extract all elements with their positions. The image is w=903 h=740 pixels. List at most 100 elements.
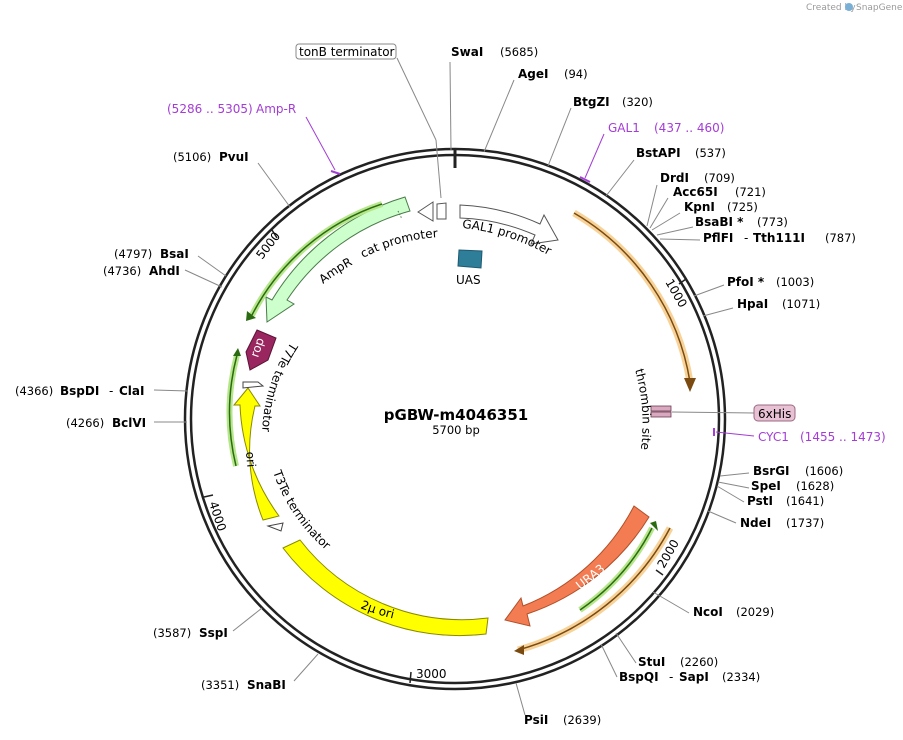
green-cds-bottom[interactable] — [578, 521, 658, 613]
t3te-terminator-feature[interactable]: T3Te terminator — [266, 467, 334, 552]
primer-cyc1-leader — [715, 431, 755, 437]
orange-cds-top[interactable] — [572, 209, 696, 392]
site-name-spei[interactable]: SpeI — [751, 479, 781, 493]
site-name-hpai[interactable]: HpaI — [737, 297, 768, 311]
site-name-sspi[interactable]: SspI — [199, 626, 228, 640]
t7te-arrow[interactable] — [242, 381, 265, 389]
site-name-bspqi[interactable]: BspQI — [619, 670, 659, 684]
ura3-arrow[interactable] — [504, 505, 650, 627]
site-name-bclvi[interactable]: BclVI — [112, 416, 146, 430]
site-leader-spei — [717, 481, 750, 489]
site-pos-hpai: (1071) — [782, 297, 820, 311]
thrombin-box[interactable] — [650, 405, 672, 412]
orange-cds-bottom[interactable] — [514, 526, 674, 655]
site-pos-drdi: (709) — [704, 171, 735, 185]
tonb-terminator-box[interactable] — [436, 202, 447, 220]
primer-ampr-mark — [330, 170, 341, 175]
primer-ampr-name: Amp-R — [256, 102, 296, 116]
site-name-ahdi[interactable]: AhdI — [149, 264, 180, 278]
backbone-outer — [183, 147, 727, 691]
site-name-btgzi[interactable]: BtgZI — [573, 95, 610, 109]
site-pos-psti: (1641) — [786, 494, 824, 508]
site-name-pvui[interactable]: PvuI — [219, 150, 249, 164]
ori-feature[interactable]: ori — [232, 387, 280, 521]
rop-feature[interactable]: rop — [245, 329, 277, 371]
cat-promoter-arrow[interactable] — [417, 201, 434, 222]
primer-ampr[interactable]: (5286 .. 5305) Amp-R — [167, 102, 341, 175]
primer-gal1[interactable]: GAL1 (437 .. 460) — [579, 121, 724, 183]
site-name-ndei[interactable]: NdeI — [740, 516, 771, 530]
tonb-callout[interactable]: tonB terminator — [295, 43, 442, 199]
site-name-agei[interactable]: AgeI — [518, 67, 548, 81]
two-micron-arc[interactable] — [282, 539, 489, 637]
plasmid-size: 5700 bp — [432, 423, 480, 437]
site-pos-stui: (2260) — [680, 655, 718, 669]
primer-cyc1[interactable]: CYC1 (1455 .. 1473) — [713, 428, 886, 444]
uas-box[interactable] — [457, 249, 483, 269]
ampr-promoter-boundary — [397, 210, 403, 220]
site-leader-psii — [515, 682, 526, 716]
site-name-kpni[interactable]: KpnI — [684, 200, 715, 214]
uas-feature[interactable]: UAS — [456, 249, 483, 287]
uas-label: UAS — [456, 273, 481, 287]
site-name-psti[interactable]: PstI — [747, 494, 773, 508]
site-leader-swai — [449, 61, 452, 151]
green-ampr-head — [246, 311, 256, 321]
site-pos-bspdi: (4366) — [15, 384, 53, 398]
site-pos-pfoi: (1003) — [776, 275, 814, 289]
primer-cyc1-range: (1455 .. 1473) — [800, 430, 886, 444]
tonb-label-box — [295, 43, 397, 60]
primer-cyc1-name: CYC1 — [758, 430, 789, 444]
site-leader-agei — [483, 79, 515, 153]
green-ori-arc[interactable] — [226, 348, 241, 467]
site-name-pfoi[interactable]: PfoI * — [727, 275, 765, 289]
site-name2-clai[interactable]: ClaI — [119, 384, 144, 398]
site-pos-psii: (2639) — [563, 713, 601, 727]
green-ampr-arc[interactable] — [246, 201, 383, 321]
site-name2-tth111i[interactable]: Tth111I — [753, 231, 805, 245]
snapgene-credit: Created by SnapGene — [806, 3, 903, 13]
orange-arc-head — [684, 378, 696, 392]
site-name-drdi[interactable]: DrdI — [660, 171, 689, 185]
t3te-label: T3Te terminator — [270, 467, 334, 552]
site-name-bsai[interactable]: BsaI — [160, 247, 189, 261]
t3te-arrow[interactable] — [266, 522, 284, 532]
site-name-stui[interactable]: StuI — [638, 655, 665, 669]
site-name-snabi[interactable]: SnaBI — [247, 678, 286, 692]
tick-label-3000: 3000 — [416, 667, 447, 681]
rop-arrow[interactable] — [245, 329, 277, 371]
rop-label: rop — [248, 336, 267, 359]
site-name-bspdi[interactable]: BspDI — [60, 384, 99, 398]
thrombin-site-feature[interactable]: thrombin site — [632, 367, 672, 451]
site-name-swai[interactable]: SwaI — [451, 45, 483, 59]
site-pos-snabi: (3351) — [201, 678, 239, 692]
site-leader-bsai — [197, 255, 227, 277]
site-name-acc65i[interactable]: Acc65I — [673, 185, 718, 199]
site-leader-bsabi — [656, 226, 694, 236]
tick-5000 — [271, 229, 278, 239]
site-name-pflfi[interactable]: PflFI — [703, 231, 733, 245]
two-micron-ori-feature[interactable]: 2μ ori — [282, 539, 489, 637]
site-name-bsrgi[interactable]: BsrGI — [753, 464, 790, 478]
site-sep-bspdi: - — [109, 384, 113, 398]
site-name-psii[interactable]: PsiI — [524, 713, 548, 727]
gal1-promoter-arrow[interactable] — [459, 204, 559, 245]
site-name-bstapi[interactable]: BstAPI — [636, 146, 681, 160]
site-name-bsabi[interactable]: BsaBI * — [695, 215, 744, 229]
site-pos-bsabi: (773) — [757, 215, 788, 229]
snapgene-logo-icon — [845, 3, 853, 11]
gal1-promoter-feature[interactable]: GAL1 promoter — [459, 204, 559, 258]
cat-promoter-arrows[interactable] — [417, 201, 447, 222]
site-pos-bstapi: (537) — [695, 146, 726, 160]
his-callout[interactable]: 6xHis — [671, 404, 796, 422]
site-leader-ndei — [707, 510, 737, 524]
his-box[interactable] — [650, 411, 672, 418]
site-pos-spei: (1628) — [796, 479, 834, 493]
site-name-ncoi[interactable]: NcoI — [693, 605, 723, 619]
site-name2-sapi[interactable]: SapI — [679, 670, 709, 684]
site-pos-bsrgi: (1606) — [805, 464, 843, 478]
site-pos-swai: (5685) — [500, 45, 538, 59]
green-arc-line — [579, 527, 653, 611]
ori-arrow[interactable] — [232, 387, 280, 521]
